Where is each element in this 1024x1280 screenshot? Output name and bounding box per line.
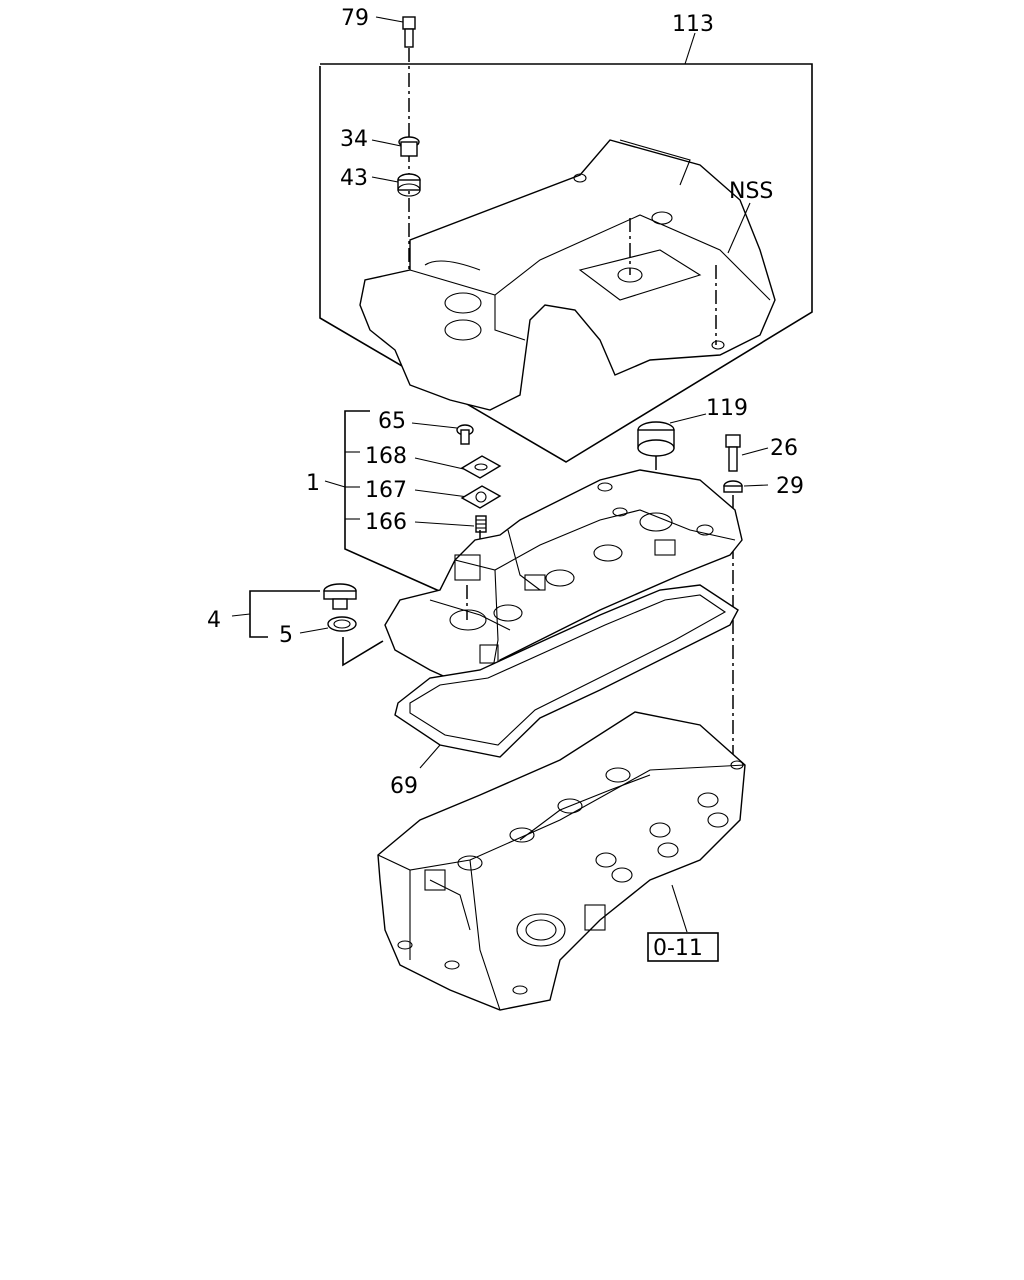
callout-26: 26 bbox=[770, 436, 798, 461]
callout-nss: NSS bbox=[729, 179, 773, 204]
callout-5: 5 bbox=[279, 623, 293, 648]
callout-1: 1 bbox=[306, 471, 320, 496]
spring-166-icon bbox=[475, 515, 487, 533]
grommet-43-icon bbox=[397, 173, 421, 197]
cylinder-head-group bbox=[377, 711, 746, 1011]
callout-65: 65 bbox=[378, 409, 406, 434]
bolt-26-icon bbox=[725, 434, 741, 472]
diaphragm-167-icon bbox=[460, 485, 502, 509]
reference-box[interactable]: 0-11 bbox=[647, 932, 719, 962]
callout-113: 113 bbox=[672, 12, 714, 37]
head-cover-gasket-69-icon bbox=[394, 584, 739, 758]
callout-69: 69 bbox=[390, 774, 418, 799]
washer-29-icon bbox=[723, 480, 743, 493]
oil-cap-4-icon bbox=[323, 583, 357, 610]
screw-65-icon bbox=[456, 424, 474, 445]
callout-166: 166 bbox=[365, 510, 407, 535]
bolt-79-icon bbox=[402, 16, 416, 48]
gasket-5-icon bbox=[327, 616, 357, 632]
callout-167: 167 bbox=[365, 478, 407, 503]
callout-119: 119 bbox=[706, 396, 748, 421]
callout-168: 168 bbox=[365, 444, 407, 469]
engine-cover-group bbox=[319, 16, 813, 463]
plate-168-icon bbox=[460, 455, 502, 479]
callout-34: 34 bbox=[340, 127, 368, 152]
rocker-cover-group bbox=[231, 410, 769, 769]
seal-119-icon bbox=[637, 421, 675, 457]
callout-4: 4 bbox=[207, 608, 221, 633]
callout-79: 79 bbox=[341, 6, 369, 31]
callout-29: 29 bbox=[776, 474, 804, 499]
callout-43: 43 bbox=[340, 166, 368, 191]
collar-34-icon bbox=[398, 136, 420, 157]
reference-label: 0-11 bbox=[653, 936, 703, 961]
